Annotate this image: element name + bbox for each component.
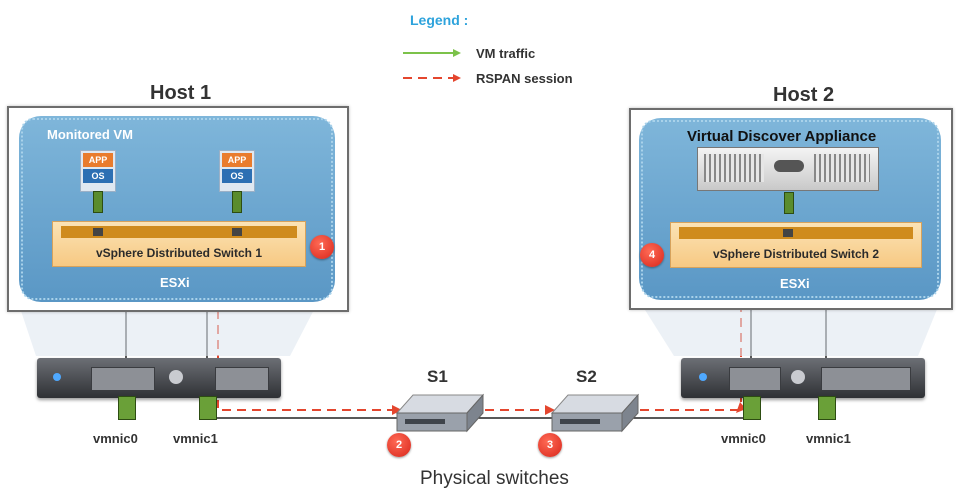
vnic-icon	[232, 191, 242, 213]
nic-card-icon	[743, 396, 761, 420]
host1-shadow	[18, 302, 318, 356]
vm-os-label: OS	[222, 169, 252, 183]
host2-esxi-label: ESXi	[780, 276, 810, 291]
host2-switch-label: vSphere Distributed Switch 2	[712, 247, 880, 261]
step-badge-2: 2	[387, 433, 411, 457]
vm-app-label: APP	[222, 153, 252, 167]
nic-card-icon	[199, 396, 217, 420]
physical-switches-label: Physical switches	[420, 468, 569, 489]
rspan-arrow-4	[736, 402, 746, 413]
host1-switch-label: vSphere Distributed Switch 1	[95, 246, 263, 260]
drive-bay	[91, 367, 155, 391]
power-led-icon	[699, 373, 707, 381]
host1-esxi-label: ESXi	[160, 275, 190, 290]
vm-app-label: APP	[83, 153, 113, 167]
nic-card-icon	[818, 396, 836, 420]
drive-bay	[729, 367, 781, 391]
legend-rspan-icon	[403, 74, 461, 82]
host1-vmnic1-label: vmnic1	[173, 431, 218, 446]
host2-vmnic1-label: vmnic1	[806, 431, 851, 446]
vnic-icon	[784, 192, 794, 214]
switch-s2-icon	[550, 393, 640, 433]
vm-os-label: OS	[83, 169, 113, 183]
host2-vmnic0-label: vmnic0	[721, 431, 766, 446]
host1-vm-right: APP OS	[219, 150, 255, 192]
step-badge-3: 3	[538, 433, 562, 457]
disk-icon	[169, 370, 183, 384]
host1-frame	[7, 106, 349, 312]
switch-s2-label: S2	[576, 367, 597, 386]
port-icon	[783, 229, 793, 237]
host1-distributed-switch: vSphere Distributed Switch 1	[52, 221, 306, 267]
step-badge-1: 1	[310, 235, 334, 259]
switch-s1-icon	[395, 393, 485, 433]
drive-bay	[215, 367, 269, 391]
power-led-icon	[53, 373, 61, 381]
rspan-arrow-3	[545, 405, 555, 415]
step-badge-4: 4	[640, 243, 664, 267]
host2-appliance-label: Virtual Discover Appliance	[687, 128, 877, 145]
host2-title: Host 2	[773, 84, 835, 106]
host1-vm-group-label: Monitored VM	[47, 127, 133, 142]
host1-inner	[19, 116, 335, 302]
legend-vm-traffic: VM traffic	[476, 46, 536, 61]
appliance-vent	[814, 154, 870, 182]
host2-dotted-border	[641, 120, 939, 298]
appliance-chassis-icon	[697, 147, 879, 191]
disk-icon	[791, 370, 805, 384]
host1-server	[37, 358, 281, 398]
host2-distributed-switch: vSphere Distributed Switch 2	[670, 222, 922, 268]
port-icon	[232, 228, 242, 236]
host1-dotted-border	[21, 118, 333, 300]
host1-vmnic0-label: vmnic0	[93, 431, 138, 446]
switch-s1-label: S1	[427, 367, 448, 386]
nic-card-icon	[118, 396, 136, 420]
legend-rspan: RSPAN session	[476, 71, 573, 86]
vnic-icon	[93, 191, 103, 213]
host2-shadow	[640, 302, 940, 356]
legend-title: Legend :	[410, 12, 469, 28]
host1-vm-left: APP OS	[80, 150, 116, 192]
rspan-arrow-2	[392, 405, 402, 415]
switch-port-strip	[679, 227, 913, 239]
port-icon	[93, 228, 103, 236]
legend-vm-traffic-icon	[403, 49, 461, 57]
host2-server	[681, 358, 925, 398]
appliance-vent	[704, 154, 764, 182]
appliance-badge-icon	[774, 160, 804, 172]
drive-bay	[821, 367, 911, 391]
host1-title: Host 1	[150, 82, 212, 104]
